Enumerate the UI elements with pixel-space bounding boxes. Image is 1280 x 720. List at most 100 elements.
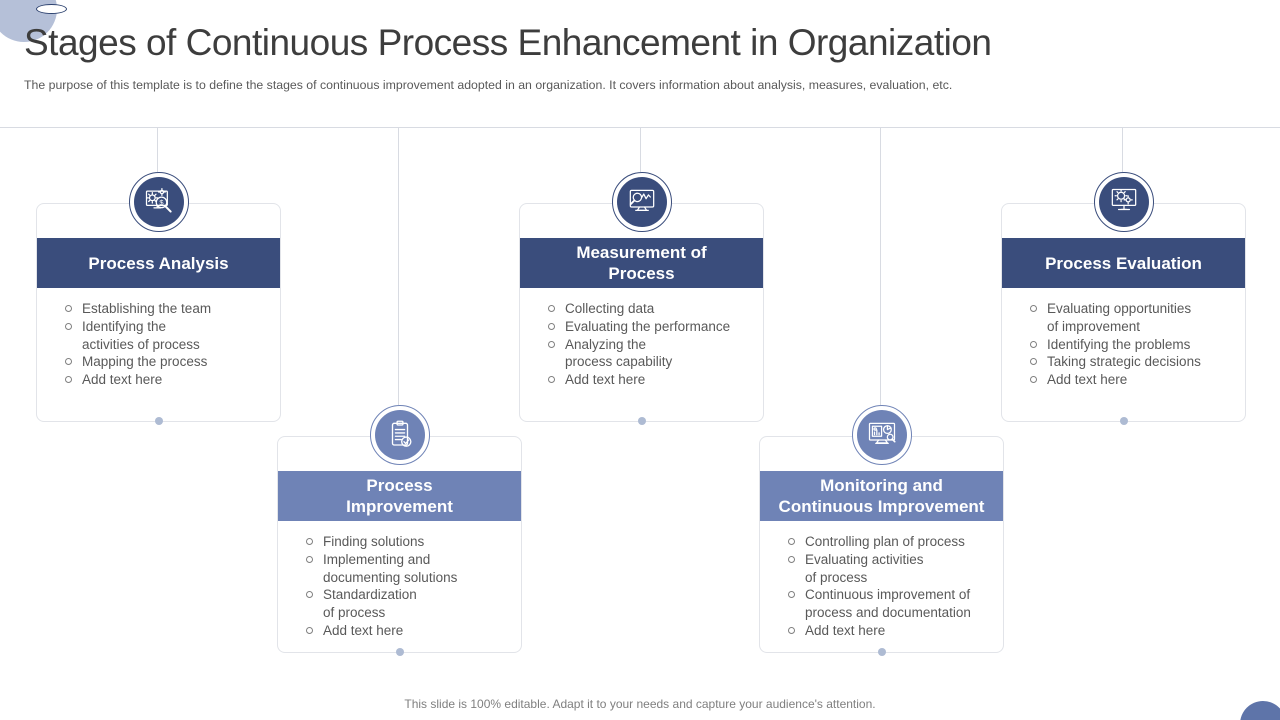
card-icon-badge: $ [128,172,189,232]
bullet-line: Implementing and [323,551,431,567]
card-title-line: Measurement of [576,243,707,262]
monitor-charts-magnifier-icon [868,422,896,444]
card-icon-badge: $ [369,405,430,465]
bullet-marker [65,305,72,312]
card-icon: $ [616,177,667,227]
bullet-line: Evaluating activities [805,551,924,567]
card-icon: $ [1098,177,1149,227]
card-icon: $ [374,410,425,460]
card-icon: $ [856,410,907,460]
bullet-marker [548,305,555,312]
card-title-line: Continuous Improvement [778,497,985,516]
bullet-marker [1030,358,1037,366]
bullet-line: Add text here [565,372,646,388]
card-title-line: Improvement [346,497,453,516]
bullet-marker [65,358,72,366]
bullet-item: Analyzing the process capability [548,336,755,372]
footer-note: This slide is 100% editable. Adapt it to… [404,697,876,711]
connector-vertical-line [880,128,881,405]
bullet-line: Add text here [805,622,886,638]
card-title-line: Process Evaluation [1045,253,1202,273]
connector-dot [154,417,163,425]
bullet-line: process capability [565,354,673,370]
bullet-marker [306,555,313,563]
bullet-item: Mapping the process [65,353,272,371]
monitor-gears-icon [1111,188,1136,211]
bullet-item: Collecting data [548,300,755,318]
bullet-item: Finding solutions [306,533,513,551]
svg-text:$: $ [159,198,164,207]
clipboard-checkmark-icon [391,420,411,447]
card-monitoring-and-continuous-improvement: $ [759,405,1004,656]
card-icon-badge: $ [611,172,672,232]
bullet-line: Identifying the [82,318,167,334]
bullet-marker [548,322,555,330]
bullet-line: Finding solutions [323,534,425,549]
connector-vertical-line [1122,128,1123,172]
card-icon-badge: $ [1093,172,1154,232]
connector-dot [637,417,646,425]
bullet-marker [788,626,795,634]
bullet-line: Identifying the problems [1047,336,1191,352]
bullet-line: Continuous improvement of [805,587,971,603]
bullet-marker [1030,305,1037,312]
bullet-line: activities of process [82,336,200,352]
bullet-marker [788,555,795,563]
bullet-item: Add text here [788,622,995,640]
bullet-line: Mapping the process [82,354,208,370]
bullet-item: Taking strategic decisions [1030,353,1237,371]
connector-vertical-line [157,128,158,172]
bullet-line: of improvement [1047,318,1141,334]
bullet-item: Add text here [1030,371,1237,389]
bullet-line: Add text here [82,372,163,388]
bullet-line: documenting solutions [323,569,458,585]
slide-title: Stages of Continuous Process Enhancement… [24,22,992,63]
bullet-marker [788,591,795,599]
card-title: Process Analysis [37,238,280,288]
bullet-item: Continuous improvement of process and doc… [788,586,995,622]
bullet-item: Identifying the activities of process [65,318,272,354]
bullet-line: Collecting data [565,301,655,316]
card-icon-badge: $ [851,405,912,465]
monitor-gear-dollar-magnifier-icon: $ [145,188,172,213]
bullet-line: Analyzing the [565,336,647,352]
card-title-line: Monitoring and [820,476,943,495]
bullet-marker [1030,340,1037,348]
card-process-evaluation: $ [1001,172,1246,425]
card-measurement-of-process: $ [519,172,764,425]
bullet-marker [306,626,313,634]
bullet-marker [65,322,72,330]
bullet-item: Identifying the problems [1030,336,1237,354]
connector-dot [1119,417,1128,425]
card-title: Process Evaluation [1002,238,1245,288]
bullet-line: process and documentation [805,605,971,621]
bullet-item: Add text here [306,622,513,640]
bullet-line: Add text here [323,622,404,638]
bullet-line: Taking strategic decisions [1047,354,1201,370]
decorative-circle-bottom-right [1240,701,1280,720]
card-title-line: Process Analysis [88,253,229,273]
connector-vertical-line [640,128,641,172]
monitor-magnifier-waveform-icon [629,189,654,211]
bullet-line: Establishing the team [82,301,212,316]
slide-subtitle: The purpose of this template is to defin… [24,78,953,92]
bullet-line: of process [323,605,386,621]
card-process-improvement: $ [277,405,522,656]
card-icon: $ [133,177,184,227]
bullet-marker [548,340,555,348]
bullet-line: Add text here [1047,372,1128,388]
bullet-item: Establishing the team [65,300,272,318]
connector-dot [877,648,886,656]
bullet-item: Add text here [548,371,755,389]
